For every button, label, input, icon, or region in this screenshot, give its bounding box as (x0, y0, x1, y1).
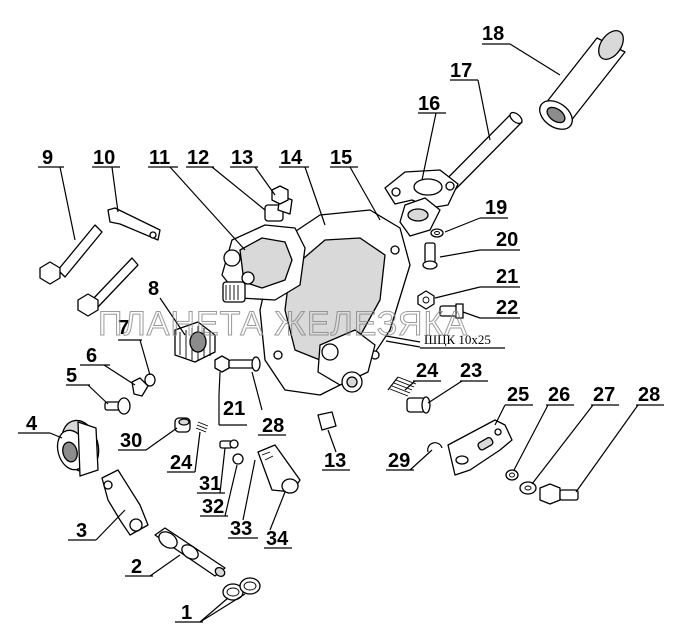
watermark: ПЛАНЕТА ЖЕЛЕЗЯКА (98, 305, 468, 343)
part-26-27-washers (505, 469, 537, 495)
part-8-gear (174, 321, 216, 363)
callout-31: 31 (199, 473, 221, 495)
callout-3: 3 (76, 520, 87, 542)
callout-6: 6 (86, 345, 97, 367)
part-9-bolt (39, 224, 103, 285)
part-1-orings (222, 577, 261, 601)
callout-labels: 18 17 16 15 14 13 12 11 10 9 8 7 6 5 4 3… (26, 23, 660, 624)
callout-19: 19 (485, 197, 507, 219)
part-20-bolt (422, 242, 438, 270)
part-25-plate (447, 419, 513, 476)
callout-8: 8 (148, 278, 159, 300)
callout-10: 10 (93, 147, 115, 169)
callout-11: 11 (149, 147, 170, 169)
part-31-pin (219, 439, 239, 449)
part-inlet-flange (399, 197, 441, 237)
part-5-screw (104, 397, 131, 415)
callout-24-right: 24 (416, 360, 439, 382)
callout-34: 34 (266, 528, 289, 550)
callout-28-right: 28 (638, 384, 660, 406)
callout-26: 26 (548, 384, 570, 406)
part-28-bolt-right (539, 483, 579, 505)
part-18-sleeve (539, 30, 626, 130)
callout-21-right: 21 (496, 266, 518, 288)
leader-lines (18, 43, 664, 623)
callout-4: 4 (26, 413, 38, 435)
callout-14: 14 (280, 147, 303, 169)
part-24-spring-right (387, 376, 417, 397)
part-shaft-spline (222, 281, 246, 303)
callout-13-bottom: 13 (324, 450, 346, 472)
part-33-34-valve (257, 444, 301, 494)
part-4-bearing (56, 419, 100, 477)
part-13-nut-bottom (317, 411, 337, 431)
callout-22: 22 (496, 297, 518, 319)
callout-18: 18 (482, 23, 504, 45)
callout-30: 30 (120, 430, 142, 452)
callout-13-top: 13 (231, 147, 253, 169)
callout-32: 32 (202, 496, 224, 518)
callout-20: 20 (496, 229, 518, 251)
part-21-nut (417, 290, 435, 310)
part-6-clip (131, 377, 149, 397)
callout-23: 23 (460, 360, 482, 382)
callout-2: 2 (131, 556, 142, 578)
callout-17: 17 (450, 60, 472, 82)
part-11-pump-body (221, 224, 306, 301)
part-22-bolt (439, 303, 464, 319)
callout-1: 1 (181, 602, 192, 624)
callout-21-left: 21 (223, 398, 245, 420)
part-2-shaft (154, 527, 226, 578)
part-21-28-bolt-left (214, 355, 261, 373)
callout-16: 16 (418, 93, 440, 115)
callout-9: 9 (42, 147, 53, 169)
part-16-gasket (384, 169, 459, 209)
part-29-circlip (427, 442, 443, 453)
callout-29: 29 (388, 450, 410, 472)
part-24-spring-left (195, 421, 209, 433)
callout-7: 7 (118, 317, 129, 339)
part-pin (385, 335, 421, 348)
part-32-ball (232, 453, 244, 465)
part-second-bolt (77, 257, 139, 317)
callout-5: 5 (66, 365, 77, 387)
callout-24-left: 24 (170, 452, 193, 474)
part-13-nut-top (271, 185, 289, 205)
callout-33: 33 (230, 518, 252, 540)
callout-27: 27 (593, 384, 615, 406)
part-10-plate (107, 207, 161, 241)
callout-12: 12 (187, 147, 209, 169)
callout-28-left: 28 (262, 415, 284, 437)
part-19-washer (430, 228, 444, 238)
callout-15: 15 (330, 147, 352, 169)
part-3-lever (101, 469, 149, 536)
callout-25: 25 (507, 384, 529, 406)
part-23-plug (406, 396, 431, 414)
part-30-nut (174, 417, 191, 433)
fastener-note: ШЦК 10х25 (424, 332, 491, 347)
